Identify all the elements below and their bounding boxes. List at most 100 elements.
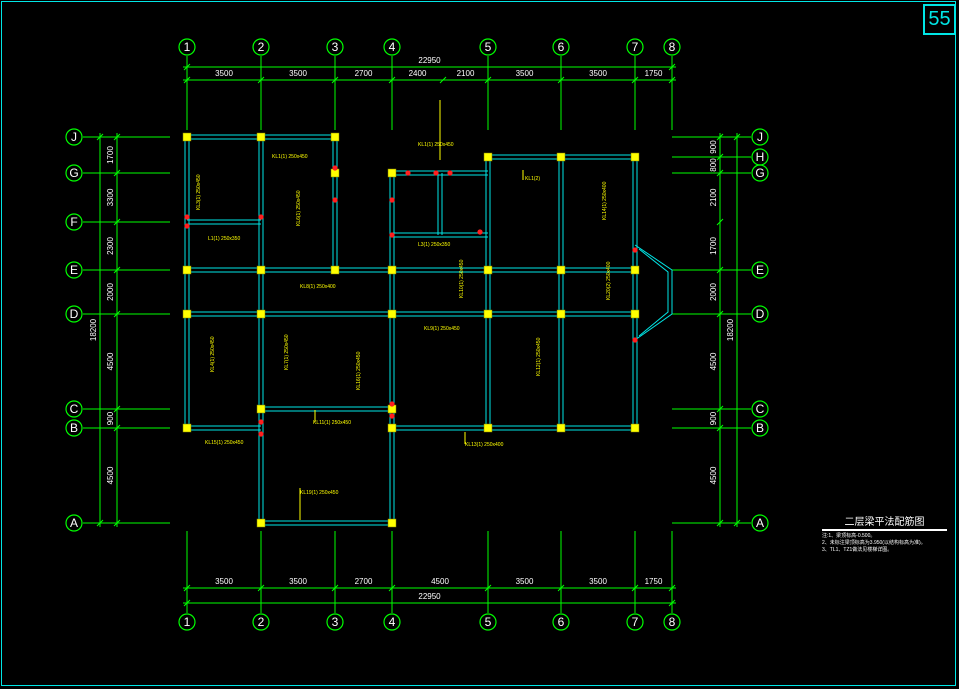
axis-label-top: 2 [258, 40, 265, 54]
red-mark [389, 401, 395, 407]
column [630, 423, 640, 433]
axis-bubble-top [663, 38, 681, 56]
dim-bottom-label: 4500 [431, 577, 449, 586]
dim-top-label: 3500 [289, 69, 307, 78]
dim-top-label: 1750 [645, 69, 663, 78]
axis-bubble-top [626, 38, 644, 56]
axis-label-top: 8 [669, 40, 676, 54]
beam-label-b5: L1(1) 250x350 [208, 236, 240, 242]
axis-bubble-top [479, 38, 497, 56]
axis-label-bottom: 4 [389, 615, 396, 629]
dim-left-label: 4500 [106, 466, 115, 484]
column [182, 309, 192, 319]
axis-label-top: 3 [332, 40, 339, 54]
red-mark [258, 419, 264, 425]
red-mark [332, 165, 338, 171]
axis-bubble-bottom [663, 613, 681, 631]
dim-top-label: 2700 [355, 69, 373, 78]
axis-label-right: B [756, 421, 764, 435]
axis-bubble-top [178, 38, 196, 56]
column [387, 309, 397, 319]
axis-bubble-bottom [626, 613, 644, 631]
column [256, 404, 266, 414]
beam-label-b4: KL4(1) 250x450 [210, 336, 216, 372]
axis-bubble-left [65, 164, 83, 182]
axis-bubble-right [751, 261, 769, 279]
dim-right-tick [716, 218, 724, 226]
dim-right-label: 1700 [709, 237, 718, 255]
dim-left-label: 2300 [106, 237, 115, 255]
red-marks [184, 165, 638, 437]
beam-label-b11: KL10(1) 250x450 [459, 259, 465, 298]
axis-bubble-right [751, 514, 769, 532]
axis-label-top: 4 [389, 40, 396, 54]
axis-bubble-top [252, 38, 270, 56]
axis-bubble-top [326, 38, 344, 56]
axis-bubble-left [65, 213, 83, 231]
dim-left-label: 900 [106, 411, 115, 425]
red-mark [447, 170, 453, 176]
column [630, 309, 640, 319]
dim-bottom-total-label: 22950 [418, 592, 441, 601]
beam-label-b2: KL1(1) 250x450 [272, 154, 308, 160]
red-mark [184, 223, 190, 229]
dim-right-label: 2100 [709, 188, 718, 206]
column [256, 132, 266, 142]
column [387, 518, 397, 528]
beam-label-b1: KL1(1) 250x450 [418, 142, 454, 148]
axis-bubble-right [751, 305, 769, 323]
axis-bubble-right [751, 400, 769, 418]
red-mark [632, 337, 638, 343]
axis-label-right: J [757, 130, 763, 144]
dim-bottom-label: 3500 [516, 577, 534, 586]
axis-label-left: D [70, 307, 79, 321]
axis-label-right: H [756, 150, 765, 164]
axis-label-left: F [70, 215, 77, 229]
dim-right-label: 900 [709, 411, 718, 425]
column [330, 265, 340, 275]
column [556, 309, 566, 319]
axis-label-bottom: 5 [485, 615, 492, 629]
beam-label-b19: KL19(1) 250x450 [300, 490, 339, 496]
column [556, 265, 566, 275]
legend-title: 二层梁平法配筋图 [844, 517, 925, 528]
axis-label-top: 5 [485, 40, 492, 54]
beam-label-b17: KL16(1) 250x450 [356, 351, 362, 390]
dim-bottom-label: 3500 [215, 577, 233, 586]
axis-label-right: E [756, 263, 764, 277]
axis-bubble-top [383, 38, 401, 56]
axis-label-top: 7 [632, 40, 639, 54]
beam-label-b9: KL8(1) 250x400 [300, 284, 336, 290]
column [556, 423, 566, 433]
dim-left-label: 2000 [106, 283, 115, 301]
column [387, 265, 397, 275]
red-mark [258, 214, 264, 220]
dim-bottom-label: 2700 [355, 577, 373, 586]
dim-left-total-label: 18200 [89, 318, 98, 341]
red-mark [332, 197, 338, 203]
red-mark [389, 197, 395, 203]
axis-label-left: E [70, 263, 78, 277]
dim-right-total-label: 18200 [726, 318, 735, 341]
beam-label-b3: KL3(1) 250x450 [196, 174, 202, 210]
legend-note-1: 注:1、梁顶标高-0.500。 [822, 533, 876, 539]
beam-label-b16: KL15(1) 250x450 [205, 440, 244, 446]
column [556, 152, 566, 162]
axis-bubble-right [751, 128, 769, 146]
column [256, 309, 266, 319]
beam-label-b14: KL13(1) 250x400 [465, 442, 504, 448]
axis-label-bottom: 7 [632, 615, 639, 629]
columns [182, 132, 640, 528]
axis-label-left: A [70, 516, 78, 530]
dim-top-label: 2400 [409, 69, 427, 78]
axis-label-right: G [755, 166, 764, 180]
dim-bottom-label: 3500 [289, 577, 307, 586]
axis-label-top: 6 [558, 40, 565, 54]
dim-top-total-label: 22950 [418, 56, 441, 65]
axis-bubble-top [552, 38, 570, 56]
column [256, 265, 266, 275]
column [387, 168, 397, 178]
dim-right-label: 4500 [709, 466, 718, 484]
